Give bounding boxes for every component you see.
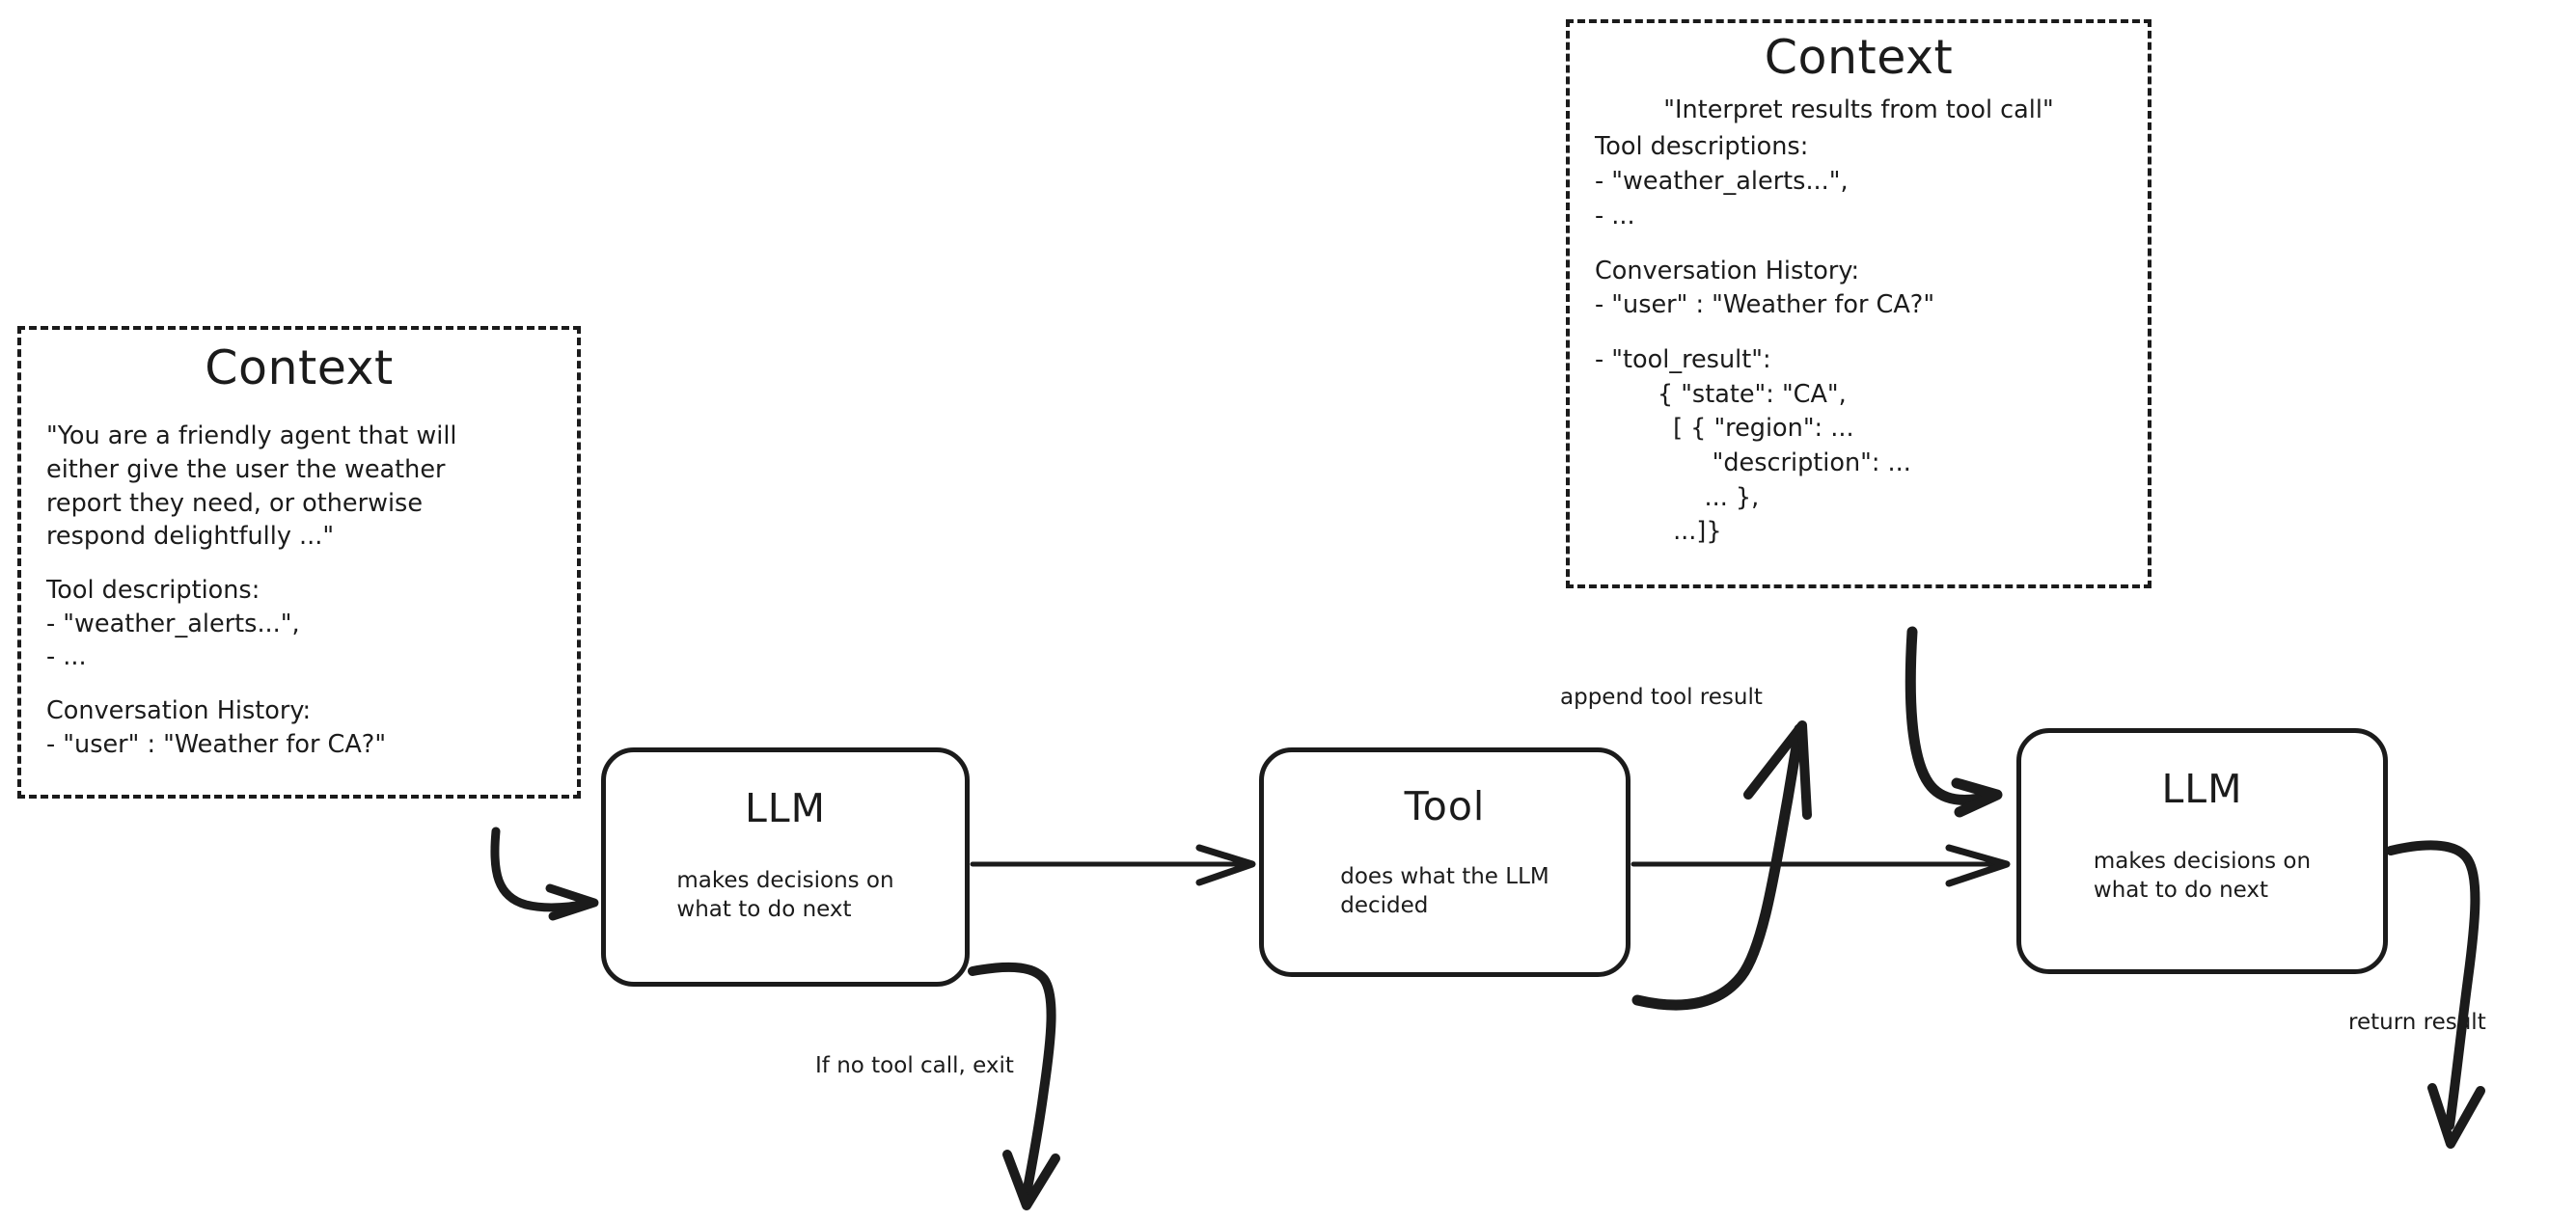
arrow-context-to-llm1	[490, 827, 599, 921]
context-left-conversation-history: Conversation History: - "user" : "Weathe…	[46, 696, 387, 759]
arrow-context-right-to-llm2	[1905, 626, 2003, 818]
arrow-llm1-exit	[968, 962, 1060, 1210]
node-llm-first[interactable]: LLM makes decisions on what to do next	[601, 747, 970, 987]
node-llm-second-subtitle: makes decisions on what to do next	[2093, 849, 2312, 903]
node-tool-title: Tool	[1404, 783, 1486, 829]
node-llm-second[interactable]: LLM makes decisions on what to do next	[2016, 728, 2388, 974]
context-right-tool-result: - "tool_result": { "state": "CA", [ { "r…	[1595, 344, 1911, 547]
context-left-system-prompt: "You are a friendly agent that will eith…	[46, 421, 457, 552]
context-left-title: Context	[205, 340, 394, 395]
node-llm-first-title: LLM	[744, 785, 827, 831]
context-box-initial: Context "You are a friendly agent that w…	[17, 326, 581, 799]
context-right-conversation-history: Conversation History: - "user" : "Weathe…	[1595, 256, 1935, 320]
node-tool[interactable]: Tool does what the LLM decided	[1259, 747, 1631, 977]
arrow-tool-to-llm2	[1631, 844, 2011, 887]
node-llm-second-title: LLM	[2161, 766, 2243, 812]
node-llm-first-subtitle: makes decisions on what to do next	[676, 868, 894, 922]
node-tool-subtitle: does what the LLM decided	[1340, 864, 1549, 918]
context-right-title: Context	[1764, 30, 1954, 85]
edge-label-append-tool-result: append tool result	[1560, 685, 1763, 710]
arrow-llm1-to-tool	[970, 844, 1256, 886]
arrow-llm2-return	[2386, 840, 2485, 1149]
edge-label-return-result: return result	[2348, 1010, 2486, 1035]
context-right-tool-descriptions: Tool descriptions: - "weather_alerts..."…	[1595, 132, 1849, 231]
context-left-tool-descriptions: Tool descriptions: - "weather_alerts..."…	[46, 576, 300, 672]
arrow-tool-to-context-right	[1631, 720, 1812, 1011]
edge-label-if-no-tool-call-exit: If no tool call, exit	[815, 1053, 1014, 1078]
context-box-after-tool: Context "Interpret results from tool cal…	[1566, 19, 2151, 588]
context-right-instruction: "Interpret results from tool call"	[1663, 95, 2054, 125]
